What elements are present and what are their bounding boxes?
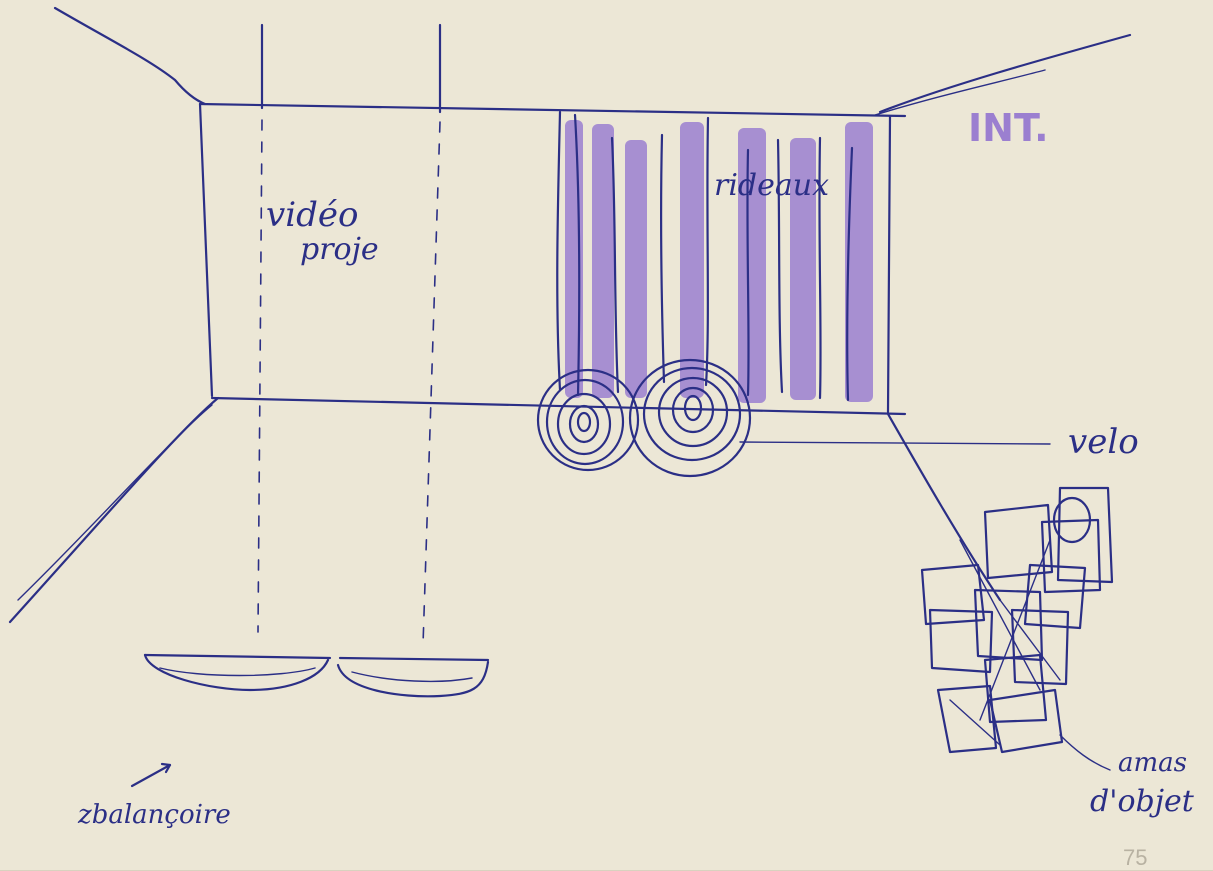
back-wall-right (888, 116, 890, 412)
swing-seats (145, 655, 488, 696)
floor-left-edge-2 (18, 405, 212, 600)
curtain-stripe (592, 124, 614, 398)
velo-pointer-line (740, 442, 1050, 444)
back-wall-left (200, 104, 212, 396)
projector-beam-right (423, 122, 440, 645)
swing-left-bowl (145, 655, 328, 690)
swing-left-top (145, 655, 330, 658)
heap-box (985, 655, 1046, 722)
amas-label-line1: amas (1118, 748, 1187, 778)
swing-right-top (340, 658, 488, 660)
wheel-left-hub (578, 413, 590, 431)
velo-label: velo (1068, 422, 1139, 462)
int-label: INT. (968, 106, 1049, 150)
swing-left-inner (160, 668, 315, 676)
projector-beam-left (258, 120, 262, 632)
curtain-line (661, 135, 664, 382)
curtain-stripe (680, 122, 704, 398)
wheel-left-ring (570, 406, 598, 442)
back-wall-bottom (212, 398, 905, 414)
zbalancoire-label: zbalançoire (78, 800, 231, 830)
page-number: 75 (1123, 845, 1147, 871)
back-wall-top (200, 104, 905, 116)
wheel-left-ring (558, 394, 610, 454)
curtain-stripe (565, 120, 583, 398)
curtain-line (706, 118, 708, 385)
curtain-stripe (625, 140, 647, 398)
video-label-line2: proje (300, 232, 379, 267)
video-label-line1: vidéo (266, 195, 358, 235)
rideaux-label: rideaux (714, 168, 829, 203)
ceiling-left-edge (55, 8, 205, 104)
heap-of-objects (922, 488, 1112, 752)
arrow-icon (132, 765, 170, 786)
ceiling-right-edge (880, 35, 1130, 112)
amas-label-line2: d'objet (1090, 784, 1194, 819)
swing-right-inner (352, 672, 472, 681)
curtain-line (557, 112, 560, 390)
floor-right-edge (888, 414, 1000, 600)
floor-left-edge (10, 398, 218, 622)
amas-pointer-line (1060, 735, 1110, 770)
